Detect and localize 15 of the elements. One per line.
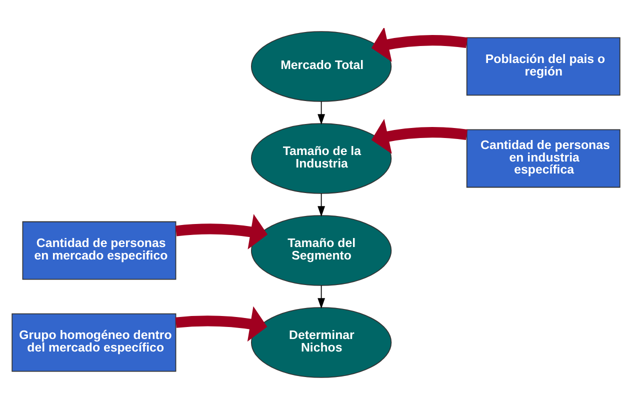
node-ellipse: Determinar Nichos xyxy=(250,307,392,378)
arrow xyxy=(175,306,268,342)
arrow xyxy=(318,101,326,125)
arrow xyxy=(175,214,268,250)
node-box: Cantidad de personas en industria específica xyxy=(466,129,620,188)
arrow xyxy=(371,118,468,154)
arrow xyxy=(371,28,468,62)
node-ellipse: Tamaño del Segmento xyxy=(250,215,392,286)
node-box: Población del pais o región xyxy=(466,37,620,96)
node-ellipse: Tamaño de la Industria xyxy=(250,123,392,194)
arrow xyxy=(318,193,326,217)
node-box: Grupo homogéneo dentro del mercado específico xyxy=(12,313,176,372)
node-box: Cantidad de personas en mercado especifico xyxy=(22,221,176,280)
arrow xyxy=(318,285,326,309)
node-ellipse: Mercado Total xyxy=(250,31,392,102)
